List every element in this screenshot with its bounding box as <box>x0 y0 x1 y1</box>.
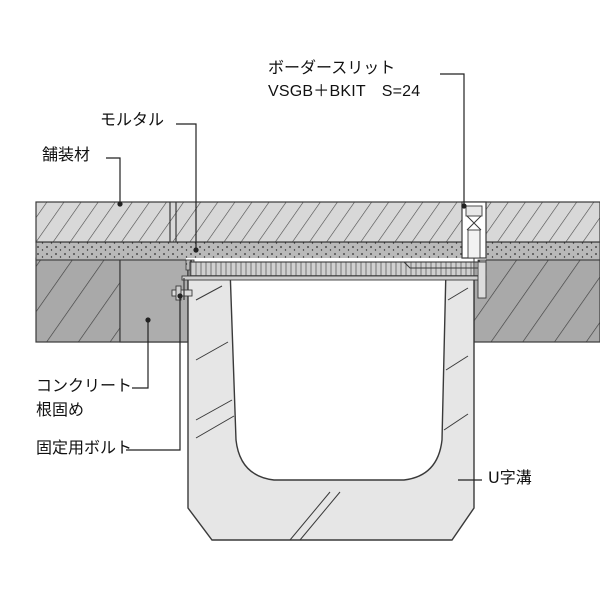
concrete-base-left <box>35 257 189 343</box>
leader-paving <box>106 157 121 204</box>
label-concrete-line1: コンクリート <box>36 376 133 395</box>
label-border-slit: ボーダースリット <box>268 58 396 77</box>
leader-lines <box>106 73 482 481</box>
label-concrete-line2: 根固め <box>36 400 85 419</box>
label-mortar: モルタル <box>100 110 165 129</box>
concrete-base-right <box>473 257 600 343</box>
u-ditch <box>187 267 475 541</box>
leader-concrete <box>132 320 149 389</box>
leader-mortar <box>176 123 197 250</box>
grating-frame <box>181 261 487 281</box>
leader-bolt <box>126 296 181 451</box>
leader-border-slit <box>440 73 465 206</box>
paving-layer <box>35 201 600 243</box>
label-bolt: 固定用ボルト <box>36 438 133 457</box>
label-ditch: U字溝 <box>488 468 532 487</box>
border-slit-assembly <box>461 201 487 299</box>
label-paving: 舗装材 <box>42 145 91 164</box>
label-border-slit-spec: VSGB＋BKIT S=24 <box>268 83 421 100</box>
